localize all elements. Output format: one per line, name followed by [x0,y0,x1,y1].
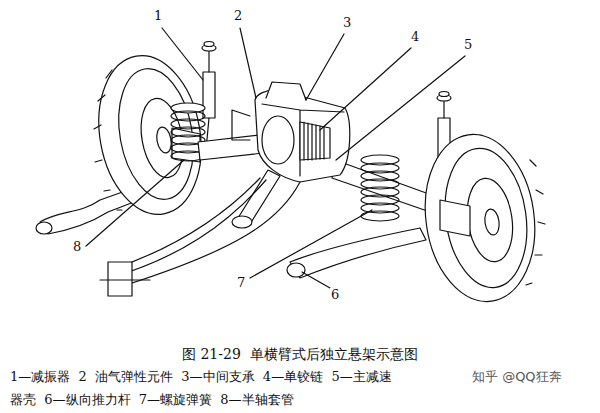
parts-key-line: 器壳 6—纵向推力杆 7—螺旋弹簧 8—半轴套管 [10,393,294,408]
callout-number: 1 [153,9,163,24]
parts-key-line: 1—减振器 2 油气弹性元件 3—中间支承 4—单铰链 5—主减速 [10,370,392,385]
callout-number: 5 [463,38,473,53]
callout-number: 4 [410,30,420,45]
watermark: 知乎 @QQ狂奔 [472,370,562,385]
callout-number: 2 [233,9,243,24]
callout-number: 6 [330,288,340,303]
callout-number: 8 [72,240,82,255]
figure-caption: 图 21-29 单横臂式后独立悬架示意图 [182,346,418,362]
callout-number: 7 [236,276,246,291]
callout-number: 3 [342,16,352,31]
